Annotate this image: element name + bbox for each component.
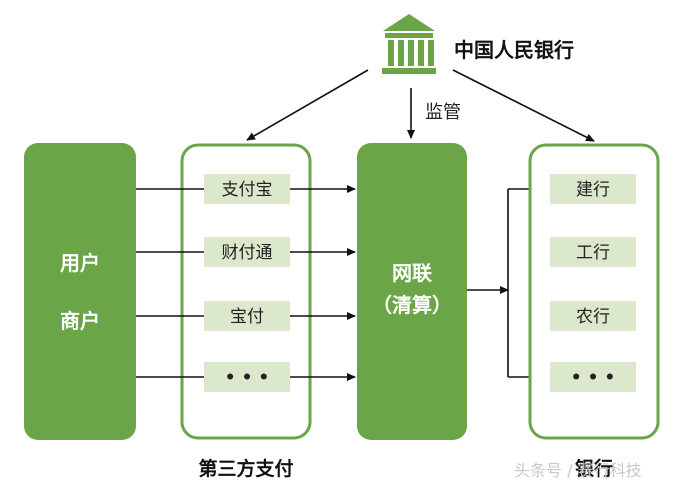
third-party-item: 支付宝 [222,180,273,200]
users-label: 用户 [60,251,100,275]
supervision-arrow-to-third-party [246,69,369,141]
clearing-label: 网联 [392,261,432,285]
bank-building-icon [382,14,436,74]
bank-item: 建行 [576,180,610,200]
regulator-node: 中国人民银行 [382,14,574,74]
banks-group: 建行 工行 农行 • • • [528,143,660,440]
banks-caption: 银行 [575,457,613,480]
watermark-text: 头条号 / 赛行科技 [514,461,642,480]
supervision-label: 监管 [425,102,461,123]
bank-item: 农行 [576,307,610,327]
users-merchants-block: 用户 商户 [24,143,136,440]
regulator-label: 中国人民银行 [454,38,574,62]
clearing-block: 网联 （清算） [357,143,467,440]
third-party-item: 宝付 [230,307,264,327]
third-party-payment-group: 支付宝 财付通 宝付 • • • [180,143,312,440]
supervision-arrow-to-banks [452,69,595,142]
bank-item: • • • [571,368,615,388]
third-party-caption: 第三方支付 [198,457,293,480]
bank-item: 工行 [576,243,610,263]
clearing-sublabel: （清算） [372,293,452,317]
third-party-item: • • • [225,368,269,388]
third-party-item: 财付通 [222,243,273,263]
merchants-label: 商户 [60,309,100,333]
